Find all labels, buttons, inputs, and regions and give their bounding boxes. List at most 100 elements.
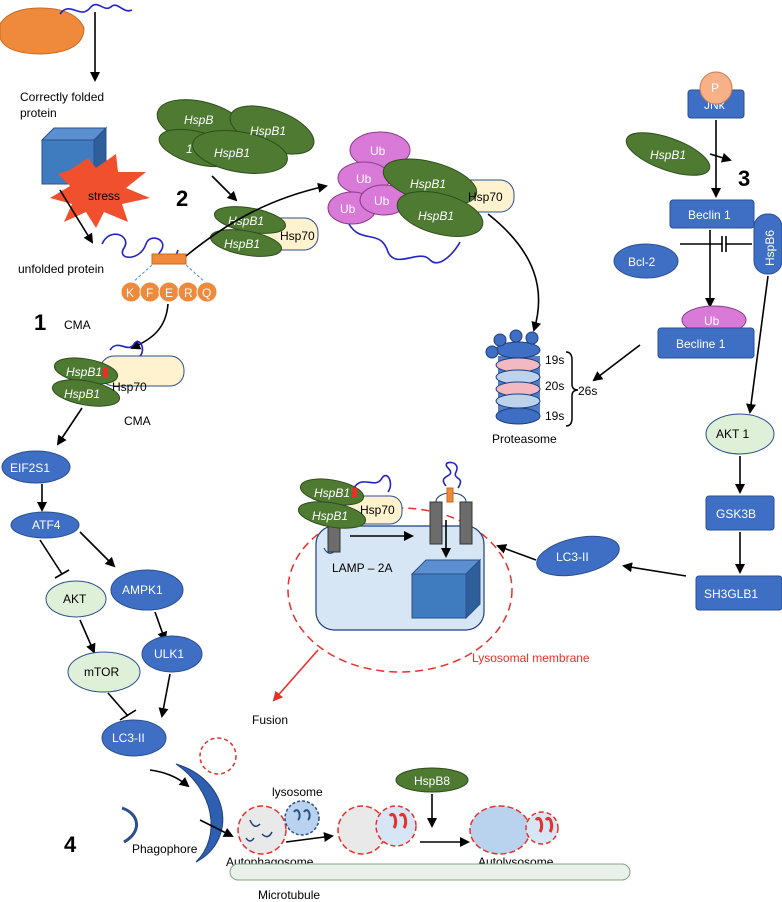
akt1-node <box>705 413 775 455</box>
hspb1-lyso-b: HspB1 <box>312 509 348 523</box>
correctly-folded-label-1: Correctly folded <box>20 90 104 104</box>
autolysosome <box>469 805 559 855</box>
correctly-folded-label-2: protein <box>20 106 57 120</box>
stress-label: stress <box>88 189 120 203</box>
kferq-e: E <box>165 286 173 300</box>
cma-label-1: CMA <box>64 318 91 332</box>
fusion-arrow <box>272 649 319 702</box>
arrow-to-eif2s1 <box>56 407 83 446</box>
phagophore-crescent <box>175 763 224 863</box>
becline1-node <box>657 327 755 359</box>
arrow-ulk1-to-lc3 <box>158 673 171 718</box>
microtubule-label: Microtubule <box>258 888 320 902</box>
kferq-k: K <box>126 286 134 300</box>
arrow-sh3glb1-to-lc3 <box>622 562 687 577</box>
ribosome <box>0 7 85 55</box>
hspb6-label: HspB6 <box>763 230 777 266</box>
eif2s1-label: EIF2S1 <box>10 461 50 475</box>
akt1-label: AKT 1 <box>716 427 749 441</box>
hspb1-lyso-a: HspB1 <box>314 486 350 500</box>
arrow-to-ub-complex <box>185 182 328 257</box>
stress-arrow <box>59 189 94 244</box>
ub-2: Ub <box>356 172 372 186</box>
hspb1-left-b: HspB1 <box>64 387 100 401</box>
hspb1-left-a: HspB1 <box>66 365 102 379</box>
arrow-to-proteasome <box>487 213 542 332</box>
proteasome-bracket <box>565 351 579 427</box>
vesicle-dashed <box>199 737 237 775</box>
akt-node <box>45 580 107 618</box>
ub-3: Ub <box>340 202 356 216</box>
stress-star <box>50 154 150 228</box>
hspb1-oligo-b: HspB1 <box>214 146 250 160</box>
arrow-dissociation <box>211 175 238 202</box>
fusing-vesicles <box>337 805 417 855</box>
hspb1-oligo-partial-b: 1 <box>186 142 193 156</box>
ub-4: Ub <box>374 194 390 208</box>
atf4-node <box>10 511 80 539</box>
lysosome-label: lysosome <box>272 785 323 799</box>
nascent-peptide <box>59 3 133 15</box>
inhibit-bar-lc3 <box>119 709 137 721</box>
arrow-lc3-to-lysosome <box>496 544 537 561</box>
gsk3b-node <box>705 495 775 531</box>
akt-label: AKT <box>63 592 87 606</box>
lamp2a-channel-right <box>429 461 473 545</box>
hspb1-ub-b: HspB1 <box>418 209 454 223</box>
hsp70-left: Hsp70 <box>112 380 147 394</box>
lc3ii-left-label: LC3-II <box>112 731 145 745</box>
hspb1-oligomer-top: HspB 1 HspB1 HspB1 <box>156 99 315 174</box>
microtubule-bar <box>229 863 631 881</box>
atf4-label: ATF4 <box>32 518 61 532</box>
phagophore-small-crescent <box>121 806 138 844</box>
lamp2a-label: LAMP – 2A <box>332 561 392 575</box>
proteasome-26s: 26s <box>578 384 597 398</box>
proteasome-19s-bottom: 19s <box>545 409 564 423</box>
sh3glb1-node <box>695 575 782 611</box>
arrow-to-phagophore <box>149 769 190 788</box>
kferq-motif-bar <box>151 253 187 265</box>
hspb6-node <box>753 213 782 275</box>
arrow-to-ampk1 <box>79 531 116 568</box>
arrow-to-autophagosome <box>199 819 234 837</box>
hspb8-node <box>395 767 469 793</box>
proteasome-20s: 20s <box>545 379 564 393</box>
inhibit-bar-akt <box>54 569 70 579</box>
hspb1-right-node <box>625 132 711 176</box>
mtor-inhibits-lc3 <box>107 692 129 717</box>
cma-label-2: CMA <box>124 414 151 428</box>
mtor-node <box>67 651 141 693</box>
beclin1-node <box>669 199 755 229</box>
cma-arrow <box>130 303 169 350</box>
hsp70-ub: Hsp70 <box>468 190 503 204</box>
mtor-label: mTOR <box>84 665 119 679</box>
lc3ii-left-node <box>101 719 167 757</box>
arrow-hspb6-to-akt1 <box>746 275 769 414</box>
lc3ii-right-node <box>536 535 620 577</box>
ulk1-node <box>141 635 203 673</box>
proteasome-19s-top: 19s <box>545 353 564 367</box>
hspb8-label: HspB8 <box>414 774 450 788</box>
section-number-4: 4 <box>64 832 77 857</box>
arrow-fusion-1 <box>285 832 334 843</box>
phagophore-label: Phagophore <box>132 842 198 856</box>
arrow-ampk1-to-ulk1 <box>154 611 168 642</box>
ub-1: Ub <box>370 144 386 158</box>
kferq-sequence: K F E R Q <box>120 281 218 303</box>
lysosomal-membrane-label: Lysosomal membrane <box>472 651 590 665</box>
ubiquitinated-complex: Ub Ub Ub Ub HspB1 HspB1 Hsp70 <box>327 131 515 264</box>
section-number-3: 3 <box>738 166 750 191</box>
hspb1-oligo-partial-a: HspB <box>184 113 213 127</box>
arrow-hspb1-to-path <box>709 152 732 163</box>
kferq-r: R <box>184 286 193 300</box>
unfolded-protein-label: unfolded protein <box>18 262 104 276</box>
autophagosome <box>237 805 287 855</box>
lysosome-cargo-cube <box>410 558 482 620</box>
section-number-1: 1 <box>34 310 46 335</box>
fusion-label: Fusion <box>252 713 288 727</box>
lc3ii-right-label: LC3-II <box>556 550 589 564</box>
kferq-f: F <box>146 286 153 300</box>
bcl2-node <box>613 243 679 279</box>
hspb1-mid-a: HspB1 <box>228 214 264 228</box>
